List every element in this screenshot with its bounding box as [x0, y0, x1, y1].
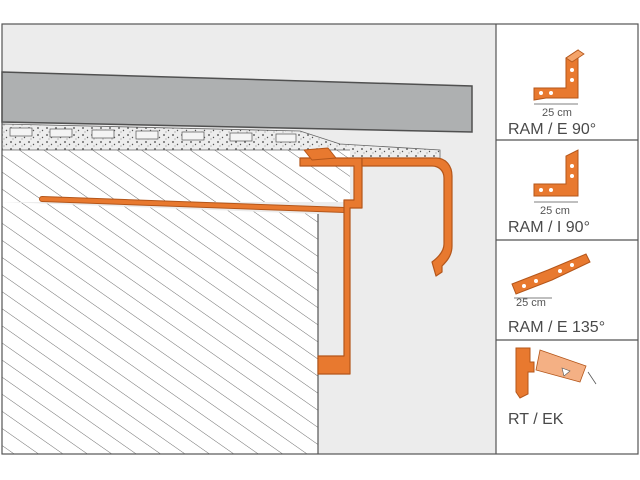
- variant-ram-e-90: 25 cm RAM / E 90°: [508, 49, 596, 138]
- variant-ram-i-90: 25 cm RAM / I 90°: [508, 149, 590, 236]
- variant-ram-e-135: 25 cm RAM / E 135°: [508, 253, 605, 336]
- outer-corner-135-icon: [511, 253, 591, 299]
- section-drawing: [1, 24, 497, 454]
- drainage-mat: [9, 127, 297, 143]
- outer-corner-90-icon: [533, 49, 585, 105]
- variant-dimension: 25 cm: [516, 297, 546, 309]
- variants-panel: [496, 139, 638, 341]
- end-cap-icon: [515, 347, 597, 399]
- variant-label: RAM / I 90°: [508, 219, 590, 236]
- sheet-frame: [1, 23, 639, 455]
- variant-dimension: 25 cm: [540, 205, 570, 217]
- variant-label: RT / EK: [508, 411, 564, 428]
- variant-dimension: 25 cm: [542, 107, 572, 119]
- variant-label: RAM / E 135°: [508, 319, 605, 336]
- variant-label: RAM / E 90°: [508, 121, 596, 138]
- concrete-slab: [2, 150, 350, 202]
- balcony-edge-profile: [39, 147, 453, 375]
- inner-corner-90-icon: [533, 149, 579, 203]
- concrete-wall: [2, 202, 318, 454]
- variant-rt-ek: RT / EK: [508, 347, 597, 428]
